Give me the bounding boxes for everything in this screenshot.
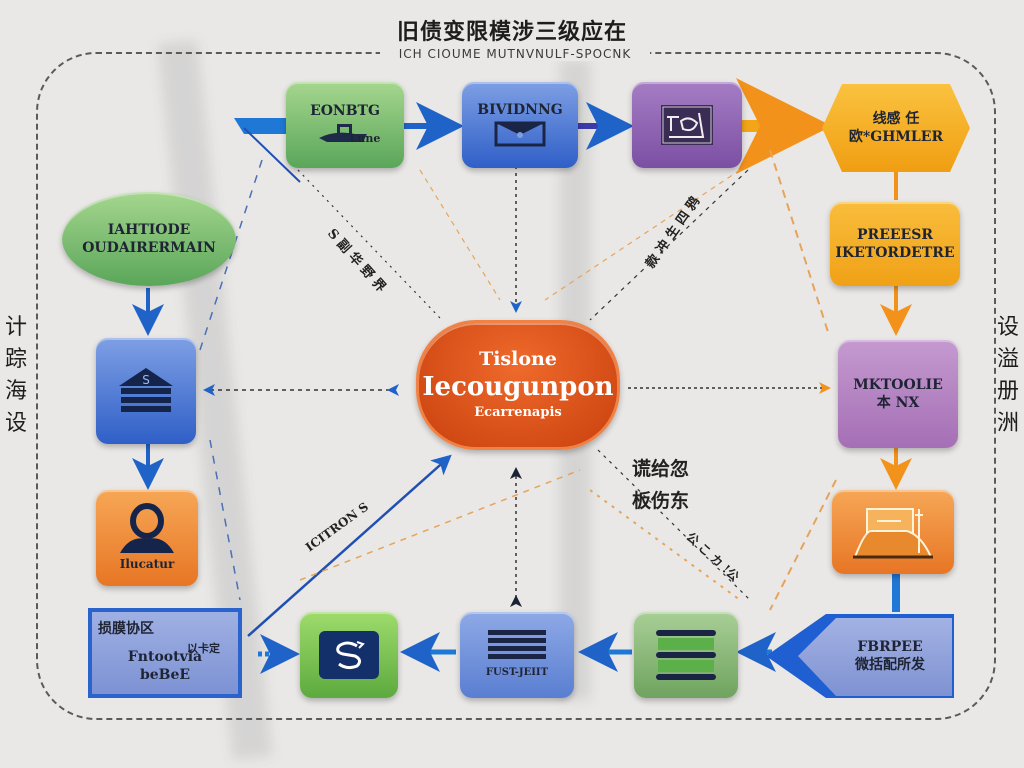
node-center[interactable]: Tislone Iecougunpon Ecarrenapis bbox=[416, 320, 620, 450]
node-top-hexagon-label: 线感 任 欧*GHMLER bbox=[830, 100, 962, 156]
box-label-line1: 损膜协区 bbox=[98, 621, 154, 637]
dashed-link bbox=[589, 169, 749, 321]
svg-text:S: S bbox=[142, 373, 150, 387]
center-line2: Iecougunpon bbox=[422, 372, 614, 402]
left-side-char: 踪 bbox=[4, 347, 27, 372]
page-title: 旧债变限模涉三级应在 bbox=[396, 19, 627, 45]
connector-entry-diagonal bbox=[243, 127, 301, 183]
user-icon bbox=[120, 503, 174, 553]
node-left-orange[interactable]: Ilucatur bbox=[96, 490, 198, 586]
node-bottom-right-arrow[interactable] bbox=[764, 612, 956, 700]
node-caption: Lune bbox=[349, 132, 381, 145]
folder-icon bbox=[853, 508, 933, 559]
node-top-green[interactable]: EONBTG Lune bbox=[286, 82, 404, 168]
sync-icon bbox=[319, 631, 379, 679]
node-bottom-left-box[interactable]: 损膜协区 以卡定 Fntootvia beBeE bbox=[88, 608, 242, 698]
edge-label-center-right-1: 谎给忽 bbox=[632, 458, 690, 480]
dashed-link bbox=[297, 169, 441, 319]
node-bottom-right-label: FBRPEE 微括配所发 bbox=[830, 628, 950, 684]
left-side-label: 计 踪 海 设 bbox=[2, 312, 30, 440]
edge-label-center-right-2: 板伤东 bbox=[632, 490, 690, 512]
node-label-line2: 欧*GHMLER bbox=[848, 129, 944, 145]
list-icon bbox=[656, 630, 716, 680]
right-side-label: 设 溢 册 洲 bbox=[994, 312, 1022, 440]
whiteboard-icon bbox=[661, 105, 713, 145]
node-bottom-blue[interactable]: FUST-JEIIT bbox=[460, 612, 574, 698]
dashed-link bbox=[419, 169, 501, 301]
node-label-line1: FBRPEE bbox=[857, 639, 923, 655]
dashed-link bbox=[209, 439, 241, 601]
node-caption: Ilucatur bbox=[119, 557, 175, 571]
node-label-line2: OUDAIRERMAIN bbox=[82, 240, 216, 256]
left-side-char: 计 bbox=[4, 315, 27, 340]
page-subtitle: ICH CIOUME MUTNVNULF-SPOCNK bbox=[380, 47, 650, 61]
ship-icon bbox=[319, 124, 367, 142]
box-label-line2: Fntootvia bbox=[127, 649, 203, 665]
node-caption: FUST-JEIIT bbox=[485, 667, 549, 678]
center-line3: Ecarrenapis bbox=[474, 405, 562, 420]
node-bottom-green-list[interactable] bbox=[634, 612, 738, 698]
node-label-line2: 本 NX bbox=[876, 395, 920, 411]
node-label-line1: 线感 任 bbox=[872, 111, 920, 127]
node-label-line2: IKETORDETRE bbox=[835, 245, 955, 261]
node-label-line2: 微括配所发 bbox=[855, 657, 925, 673]
node-right-orange[interactable] bbox=[832, 490, 954, 574]
dashed-link bbox=[769, 479, 837, 611]
dashed-link bbox=[544, 169, 741, 301]
node-top-purple[interactable] bbox=[632, 82, 742, 168]
left-side-char: 海 bbox=[4, 379, 27, 404]
node-top-hexagon[interactable] bbox=[820, 82, 972, 174]
node-label-line1: MKTOOLIE bbox=[853, 377, 943, 393]
node-right-amber[interactable]: PREEESR IKETORDETRE bbox=[830, 202, 960, 286]
envelope-icon bbox=[494, 121, 546, 147]
node-left-ellipse[interactable]: IAHTIODE OUDAIRERMAIN bbox=[62, 192, 236, 286]
box-label-line3: beBeE bbox=[139, 667, 191, 683]
dashed-link bbox=[597, 449, 751, 601]
right-side-char: 洲 bbox=[996, 411, 1019, 436]
right-side-char: 册 bbox=[996, 379, 1019, 404]
node-label: BIVIDNNG bbox=[477, 102, 563, 118]
right-side-char: 溢 bbox=[996, 347, 1019, 372]
dashed-link bbox=[769, 149, 829, 333]
server-icon bbox=[488, 630, 546, 659]
node-right-violet[interactable]: MKTOOLIE 本 NX bbox=[838, 340, 958, 448]
right-side-char: 设 bbox=[996, 315, 1019, 340]
node-label-line1: PREEESR bbox=[857, 227, 933, 243]
dashed-link bbox=[589, 489, 741, 601]
center-line1: Tislone bbox=[479, 348, 557, 370]
node-left-blue[interactable]: S bbox=[96, 338, 196, 444]
node-top-blue[interactable]: BIVIDNNG bbox=[462, 82, 578, 168]
bank-icon: S bbox=[119, 368, 173, 412]
left-side-char: 设 bbox=[4, 411, 27, 436]
node-bottom-green-icon[interactable] bbox=[300, 612, 398, 698]
arrow-box-to-center bbox=[247, 454, 452, 637]
dashed-link bbox=[199, 159, 263, 351]
node-label: EONBTG bbox=[310, 103, 380, 119]
connector-entry-top bbox=[234, 118, 286, 134]
box-note: 以卡定 bbox=[187, 642, 220, 655]
dashed-link bbox=[299, 469, 581, 581]
node-label-line1: IAHTIODE bbox=[107, 222, 191, 238]
